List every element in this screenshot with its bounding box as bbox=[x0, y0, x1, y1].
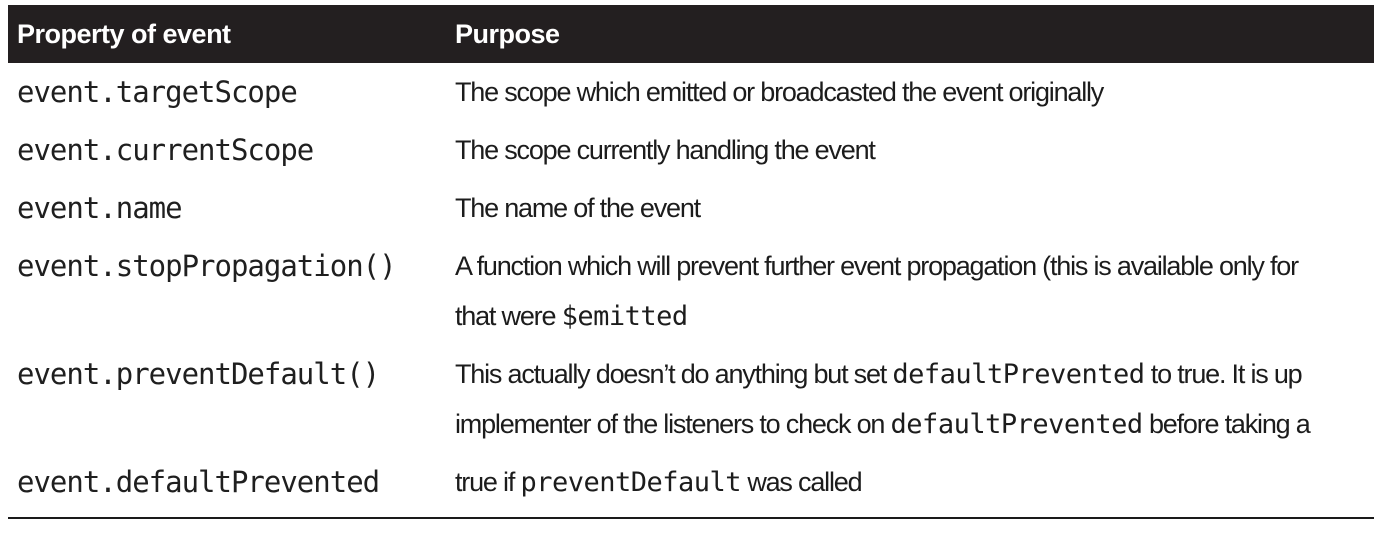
property-cell: event.currentScope bbox=[17, 133, 314, 167]
text-segment: to true. It is up bbox=[1144, 359, 1303, 389]
text-segment: The name of the event bbox=[455, 193, 701, 223]
table-row: event.currentScope The scope currently h… bbox=[8, 121, 1374, 179]
table-row: event.stopPropagation() A function which… bbox=[8, 237, 1374, 345]
purpose-line: The name of the event bbox=[455, 183, 1374, 233]
purpose-cell: A function which will prevent further ev… bbox=[455, 241, 1374, 341]
table-row: event.name The name of the event bbox=[8, 179, 1374, 237]
property-cell: event.defaultPrevented bbox=[17, 465, 380, 499]
purpose-cell: true if preventDefault was called bbox=[455, 457, 1374, 507]
purpose-cell: The name of the event bbox=[455, 183, 1374, 233]
inline-code: preventDefault bbox=[520, 467, 742, 498]
purpose-line: true if preventDefault was called bbox=[455, 457, 1374, 507]
property-cell: event.targetScope bbox=[17, 75, 298, 109]
purpose-cell: The scope which emitted or broadcasted t… bbox=[455, 67, 1374, 117]
purpose-cell: The scope currently handling the event bbox=[455, 125, 1374, 175]
text-segment: true if bbox=[455, 467, 521, 497]
event-properties-table: Property of event Purpose event.targetSc… bbox=[8, 5, 1374, 519]
purpose-cell: This actually doesn’t do anything but se… bbox=[455, 349, 1374, 449]
header-cell-purpose: Purpose bbox=[455, 18, 560, 49]
purpose-line: This actually doesn’t do anything but se… bbox=[455, 349, 1374, 399]
text-segment: implementer of the listeners to check on bbox=[455, 409, 891, 439]
property-cell: event.name bbox=[17, 191, 183, 225]
purpose-line: that were $emitted bbox=[455, 291, 1374, 341]
property-cell: event.preventDefault() bbox=[17, 357, 380, 391]
purpose-line: The scope currently handling the event bbox=[455, 125, 1374, 175]
table-header: Property of event Purpose bbox=[8, 5, 1374, 63]
text-segment: that were bbox=[455, 301, 562, 331]
property-cell: event.stopPropagation() bbox=[17, 249, 397, 283]
table-row: event.defaultPrevented true if preventDe… bbox=[8, 453, 1374, 511]
table-bottom-rule bbox=[8, 517, 1374, 519]
table-row: event.targetScope The scope which emitte… bbox=[8, 63, 1374, 121]
purpose-line: A function which will prevent further ev… bbox=[455, 241, 1374, 291]
text-segment: before taking a bbox=[1142, 409, 1311, 439]
text-segment: was called bbox=[741, 467, 862, 497]
table-row: event.preventDefault() This actually doe… bbox=[8, 345, 1374, 453]
inline-code: defaultPrevented bbox=[890, 409, 1144, 440]
text-segment: The scope which emitted or broadcasted t… bbox=[455, 77, 1104, 107]
purpose-line: implementer of the listeners to check on… bbox=[455, 399, 1374, 449]
text-segment: This actually doesn’t do anything but se… bbox=[455, 359, 893, 389]
inline-code: defaultPrevented bbox=[892, 359, 1145, 390]
text-segment: A function which will prevent further ev… bbox=[455, 251, 1299, 281]
text-segment: The scope currently handling the event bbox=[455, 135, 876, 165]
header-cell-property: Property of event bbox=[17, 18, 231, 49]
purpose-line: The scope which emitted or broadcasted t… bbox=[455, 67, 1374, 117]
inline-code: $emitted bbox=[561, 301, 689, 332]
